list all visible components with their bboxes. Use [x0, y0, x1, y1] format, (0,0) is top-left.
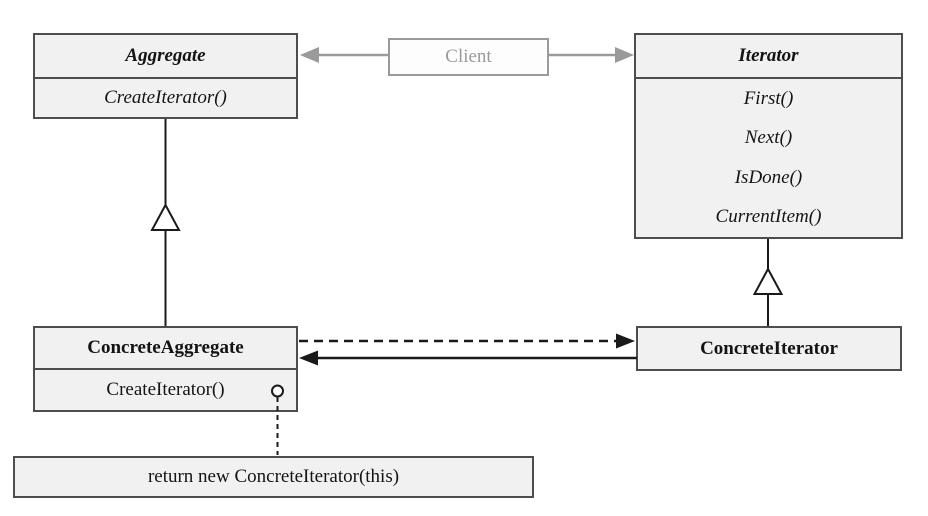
client-box: Client: [388, 38, 549, 76]
class-box-aggregate: Aggregate CreateIterator(): [33, 33, 298, 119]
hollow-triangle-icon: [752, 266, 784, 295]
client-iterator-arrow: [549, 47, 634, 63]
client-aggregate-arrow: [300, 47, 388, 63]
class-title-concrete-aggregate: ConcreteAggregate: [87, 337, 244, 358]
concrete-aggregate-generalization: [150, 119, 181, 326]
method-iterator-first: First(): [743, 87, 794, 109]
code-note-box: return new ConcreteIterator(this): [13, 456, 534, 498]
class-title-iterator: Iterator: [738, 45, 799, 66]
iterator-aggregate-association-arrow: [299, 350, 637, 366]
class-box-concrete-iterator: ConcreteIterator: [636, 326, 902, 371]
method-iterator-next: Next(): [744, 127, 793, 149]
method-concrete-aggregate-createiterator: CreateIterator(): [106, 379, 225, 400]
method-iterator-isdone: IsDone(): [734, 166, 803, 188]
client-label: Client: [445, 46, 492, 67]
class-title-concrete-iterator: ConcreteIterator: [700, 337, 838, 359]
class-box-iterator: Iterator First() Next() IsDone() Current…: [634, 33, 903, 239]
methods-compartment-iterator: First() Next() IsDone() CurrentItem(): [636, 77, 901, 237]
method-iterator-currentitem: CurrentItem(): [715, 206, 822, 228]
creates-dependency-arrow: [299, 333, 635, 349]
concrete-iterator-generalization: [752, 239, 784, 326]
methods-compartment-aggregate: CreateIterator(): [35, 77, 296, 117]
code-note-text: return new ConcreteIterator(this): [147, 466, 400, 487]
class-box-concrete-aggregate: ConcreteAggregate CreateIterator(): [33, 326, 298, 412]
methods-compartment-concrete-aggregate: CreateIterator(): [35, 368, 296, 410]
class-title-aggregate: Aggregate: [125, 45, 206, 66]
hollow-triangle-icon: [150, 202, 181, 231]
method-aggregate-createiterator: CreateIterator(): [104, 87, 227, 108]
